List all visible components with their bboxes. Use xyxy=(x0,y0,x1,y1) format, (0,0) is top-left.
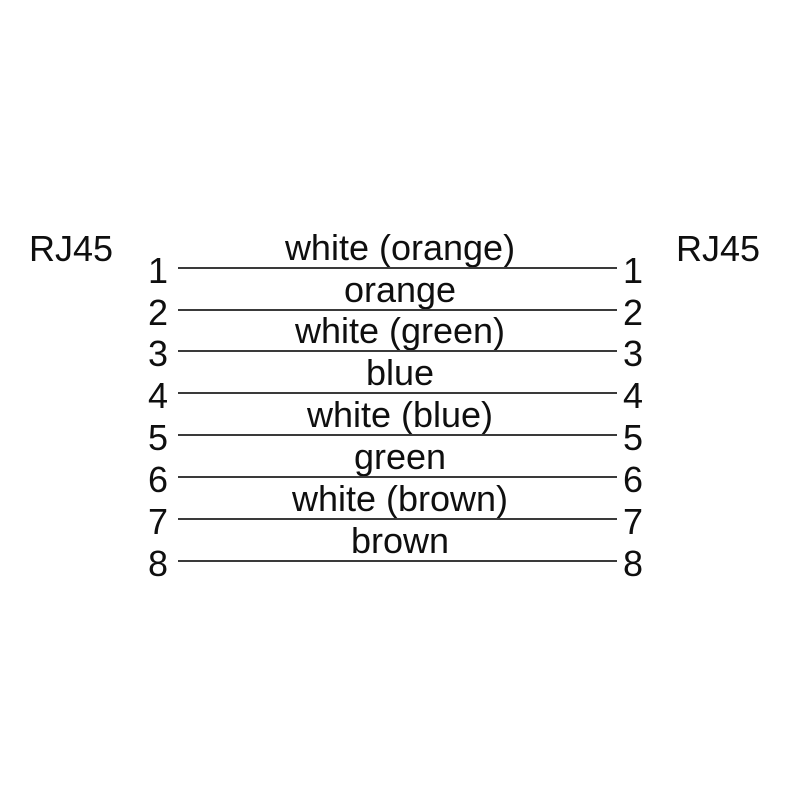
pin-number-left: 7 xyxy=(147,501,169,542)
pin-number-right: 8 xyxy=(622,543,644,584)
wire-line xyxy=(178,267,617,269)
wire-line xyxy=(178,392,617,394)
wire-color-label: white (brown) xyxy=(291,478,509,519)
wire-line xyxy=(178,476,617,478)
wire-line xyxy=(178,434,617,436)
pin-number-right: 6 xyxy=(622,459,644,500)
pin-number-left: 2 xyxy=(147,292,169,333)
pin-number-right: 1 xyxy=(622,250,644,291)
pin-number-right: 7 xyxy=(622,501,644,542)
pin-number-right: 4 xyxy=(622,375,644,416)
pin-number-left: 4 xyxy=(147,375,169,416)
wire-color-label: blue xyxy=(365,352,435,393)
wire-color-label: white (green) xyxy=(294,310,506,351)
wire-line xyxy=(178,350,617,352)
wire-color-label: white (orange) xyxy=(284,227,516,268)
pin-number-right: 3 xyxy=(622,333,644,374)
wire-line xyxy=(178,518,617,520)
pin-number-right: 5 xyxy=(622,417,644,458)
pin-number-left: 3 xyxy=(147,333,169,374)
wire-color-label: brown xyxy=(350,520,450,561)
wire-color-label: green xyxy=(353,436,447,477)
pin-number-left: 6 xyxy=(147,459,169,500)
wire-line xyxy=(178,560,617,562)
pin-number-right: 2 xyxy=(622,292,644,333)
right-connector-label: RJ45 xyxy=(676,228,761,269)
wire-color-label: orange xyxy=(343,269,457,310)
left-connector-label: RJ45 xyxy=(29,228,114,269)
pin-number-left: 1 xyxy=(147,250,169,291)
wire-line xyxy=(178,309,617,311)
wire-color-label: white (blue) xyxy=(306,394,494,435)
pin-number-left: 5 xyxy=(147,417,169,458)
pin-number-left: 8 xyxy=(147,543,169,584)
